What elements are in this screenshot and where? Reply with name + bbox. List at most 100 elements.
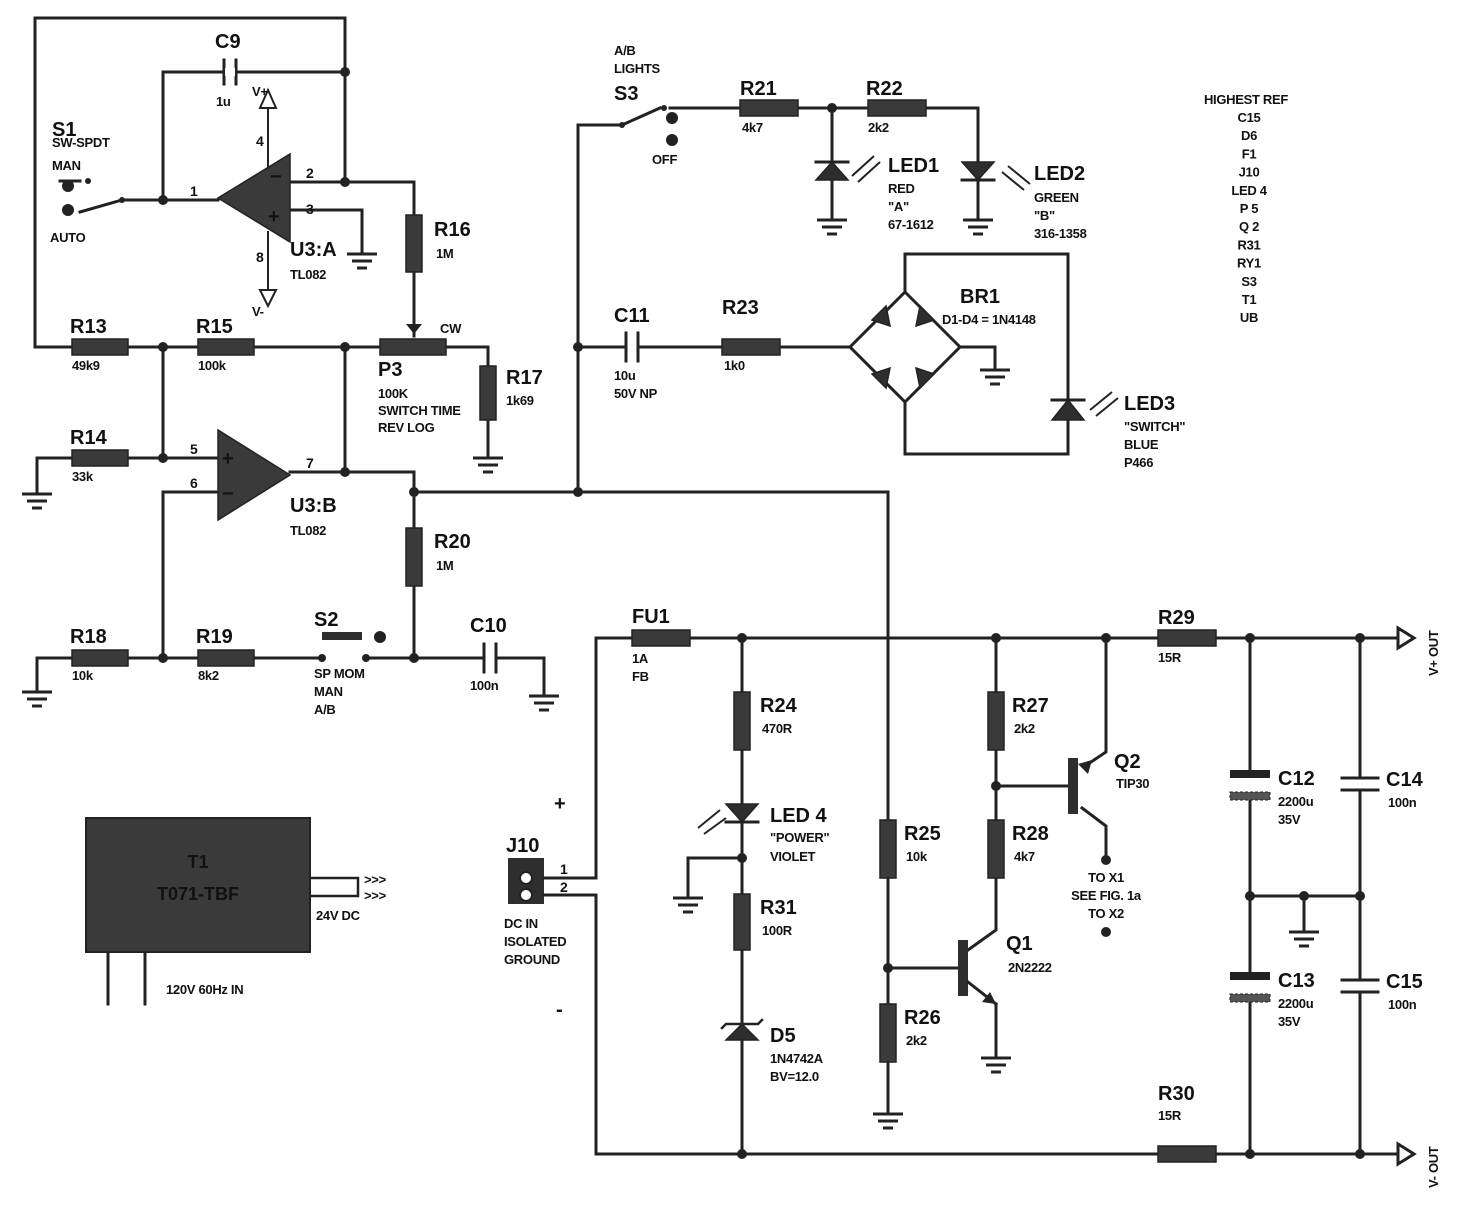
r29-value: 15R xyxy=(1158,650,1182,665)
led-led3: LED3 "SWITCH" BLUE P466 xyxy=(1050,391,1186,470)
j10-minus: - xyxy=(556,999,563,1021)
highest-ref-item: UB xyxy=(1240,310,1258,325)
fu1-value: 1A xyxy=(632,651,649,666)
resistor-r13: R13 49k9 xyxy=(70,316,129,373)
ground-icon xyxy=(962,218,994,236)
r17-ref: R17 xyxy=(506,367,543,389)
capacitor-c13: C13 2200u 35V xyxy=(1229,970,1315,1029)
s3-ref: S3 xyxy=(614,83,638,105)
s2-line2: MAN xyxy=(314,684,343,699)
highest-ref-item: R31 xyxy=(1238,237,1261,252)
switch-s1: S1 SW-SPDT MAN AUTO xyxy=(50,119,125,245)
j10-line3: GROUND xyxy=(504,952,560,967)
ground-icon xyxy=(672,896,704,914)
connector-j10: J10 1 2 DC IN ISOLATED GROUND + - xyxy=(504,793,598,1021)
q2-part: TIP30 xyxy=(1116,776,1149,791)
led4-color: VIOLET xyxy=(770,849,816,864)
r30-value: 15R xyxy=(1158,1108,1182,1123)
zener-d5: D5 1N4742A BV=12.0 xyxy=(720,1018,824,1084)
r16-value: 1M xyxy=(436,246,453,261)
r30-ref: R30 xyxy=(1158,1083,1195,1105)
br1-part: D1-D4 = 1N4148 xyxy=(942,312,1036,327)
j10-ref: J10 xyxy=(506,835,539,857)
c11-value: 10u xyxy=(614,368,636,383)
opamp-u3a: − + 1 2 3 4 8 V+ V- U3:A TL082 xyxy=(190,84,337,319)
p3-ref: P3 xyxy=(378,359,402,381)
u3a-pin3: 3 xyxy=(306,201,314,217)
d5-ref: D5 xyxy=(770,1025,796,1047)
u3a-pin8: 8 xyxy=(256,249,264,265)
fu1-type: FB xyxy=(632,669,649,684)
capacitor-c12: C12 2200u 35V xyxy=(1229,768,1315,827)
junction-dots xyxy=(158,67,1365,1159)
j10-pin2: 2 xyxy=(560,879,568,895)
highest-ref-title: HIGHEST REF xyxy=(1204,92,1288,107)
r19-value: 8k2 xyxy=(198,668,219,683)
ground-icon xyxy=(21,492,53,510)
u3b-pin7: 7 xyxy=(306,455,314,471)
resistor-r23: R23 1k0 xyxy=(721,297,781,373)
r28-value: 4k7 xyxy=(1014,849,1035,864)
r16-ref: R16 xyxy=(434,219,471,241)
led1-part: 67-1612 xyxy=(888,217,934,232)
resistor-r19: R19 8k2 xyxy=(196,626,255,683)
u3a-ref: U3:A xyxy=(290,239,337,261)
r17-value: 1k69 xyxy=(506,393,534,408)
s2-ref: S2 xyxy=(314,609,338,631)
vplus-out-label: V+ OUT xyxy=(1426,630,1441,676)
s3-title1: A/B xyxy=(614,43,636,58)
u3b-ref: U3:B xyxy=(290,495,337,517)
led4-label: "POWER" xyxy=(770,830,829,845)
transistor-q2: Q2 TIP30 xyxy=(1068,751,1150,814)
ground-icon xyxy=(472,456,504,474)
s1-type: SW-SPDT xyxy=(52,135,110,150)
potentiometer-p3: CW P3 100K SWITCH TIME REV LOG xyxy=(378,321,462,435)
r14-value: 33k xyxy=(72,469,94,484)
led3-label: "SWITCH" xyxy=(1124,419,1185,434)
resistor-r20: R20 1M xyxy=(405,527,471,587)
highest-ref-item: Q 2 xyxy=(1239,219,1259,234)
highest-ref-item: C15 xyxy=(1238,110,1261,125)
resistor-r24: R24 470R xyxy=(733,691,798,751)
ground-icon xyxy=(816,218,848,236)
s1-man-label: MAN xyxy=(52,158,81,173)
r23-ref: R23 xyxy=(722,297,759,319)
c12-rating: 35V xyxy=(1278,812,1301,827)
switch-s2: S2 SP MOM MAN A/B xyxy=(314,609,386,717)
r25-ref: R25 xyxy=(904,823,941,845)
highest-ref-item: RY1 xyxy=(1237,256,1261,271)
r26-value: 2k2 xyxy=(906,1033,927,1048)
c14-value: 100n xyxy=(1388,795,1417,810)
s2-line3: A/B xyxy=(314,702,336,717)
r24-ref: R24 xyxy=(760,695,798,717)
u3a-pin4: 4 xyxy=(256,133,264,149)
t1-part: T071-TBF xyxy=(157,884,239,904)
t1-arrow-bottom: >>> xyxy=(364,888,387,903)
highest-ref-item: D6 xyxy=(1241,128,1257,143)
u3a-vminus: V- xyxy=(252,304,264,319)
r20-ref: R20 xyxy=(434,531,471,553)
resistor-r29: R29 15R xyxy=(1157,607,1217,665)
highest-ref-item: S3 xyxy=(1241,274,1256,289)
led-led1: LED1 RED "A" 67-1612 xyxy=(814,155,939,232)
led3-ref: LED3 xyxy=(1124,393,1175,415)
resistor-r14: R14 33k xyxy=(70,427,129,484)
c15-ref: C15 xyxy=(1386,971,1423,993)
bridge-br1: BR1 D1-D4 = 1N4148 xyxy=(847,286,1036,405)
q1-ref: Q1 xyxy=(1006,933,1033,955)
c13-value: 2200u xyxy=(1278,996,1314,1011)
c11-rating: 50V NP xyxy=(614,386,658,401)
u3b-plus: + xyxy=(222,448,234,470)
j10-pin1: 1 xyxy=(560,861,568,877)
u3a-plus: + xyxy=(268,206,280,228)
resistor-r22: R22 2k2 xyxy=(866,78,927,135)
r31-ref: R31 xyxy=(760,897,797,919)
s1-auto-label: AUTO xyxy=(50,230,86,245)
fu1-ref: FU1 xyxy=(632,606,670,628)
u3b-minus: − xyxy=(222,483,234,505)
r25-value: 10k xyxy=(906,849,928,864)
ground-icon xyxy=(872,1112,904,1130)
resistor-r27: R27 2k2 xyxy=(987,691,1049,751)
